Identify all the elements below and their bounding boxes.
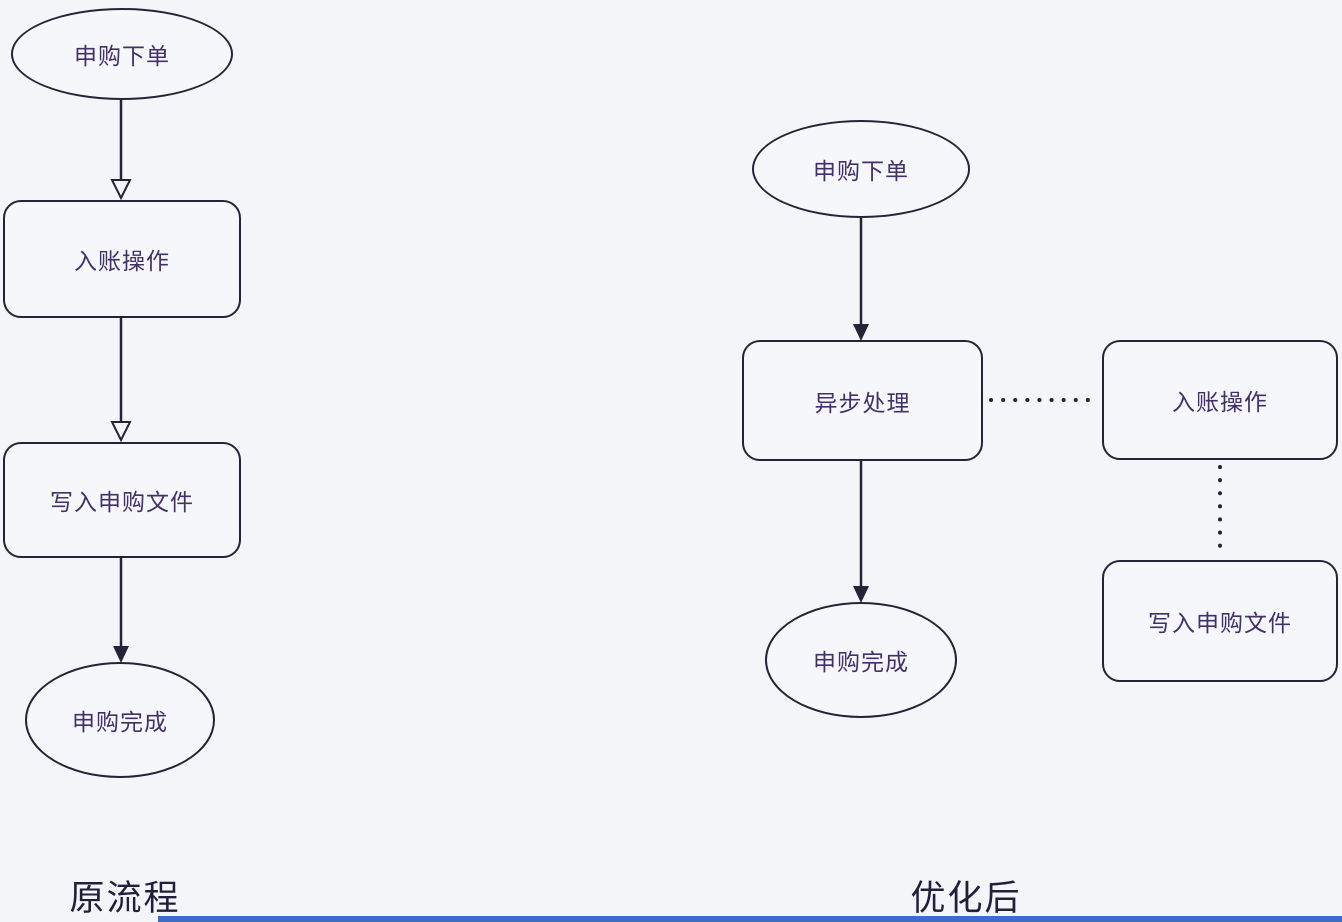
caption-left: 原流程: [69, 879, 181, 919]
arrow-right-async-to-end: [853, 461, 869, 603]
solid-arrowhead-icon: [853, 324, 869, 341]
arrow-left-step2-to-end: [113, 558, 129, 663]
node-right-accounting: 入账操作: [1102, 340, 1338, 460]
node-label: 写入申购文件: [1148, 611, 1292, 637]
node-right-write-file: 写入申购文件: [1102, 560, 1338, 682]
node-label: 写入申购文件: [50, 490, 194, 516]
caption-right: 优化后: [910, 879, 1022, 919]
node-label: 异步处理: [814, 390, 911, 417]
arrow-left-start-to-step1: [110, 100, 132, 201]
node-right-end: 申购完成: [765, 602, 957, 718]
node-label: 申购下单: [813, 159, 909, 185]
node-left-end: 申购完成: [25, 662, 215, 778]
solid-arrowhead-icon: [113, 646, 129, 663]
node-label: 入账操作: [1172, 390, 1268, 416]
solid-arrowhead-icon: [853, 586, 869, 603]
hollow-arrowhead-icon: [110, 421, 132, 443]
node-label: 申购完成: [72, 710, 168, 736]
node-label: 申购下单: [74, 44, 170, 70]
node-label: 入账操作: [74, 249, 170, 275]
node-right-start: 申购下单: [752, 120, 970, 218]
node-label: 申购完成: [813, 650, 909, 676]
hollow-arrowhead-icon: [110, 179, 132, 201]
node-left-step1: 入账操作: [3, 200, 241, 318]
arrow-right-start-to-async: [853, 218, 869, 341]
arrow-left-step1-to-step2: [110, 318, 132, 443]
bottom-bar: [158, 916, 1342, 922]
node-left-start: 申购下单: [11, 8, 233, 100]
node-right-async: 异步处理: [742, 340, 983, 461]
node-left-step2: 写入申购文件: [3, 442, 241, 558]
